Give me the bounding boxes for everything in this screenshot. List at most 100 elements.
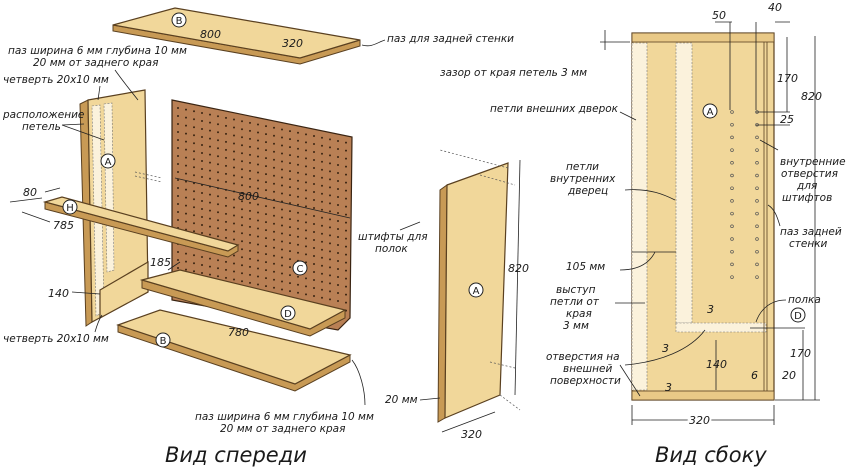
rabbet-top-label: четверть 20x10 мм [3,74,109,86]
peg-hole [273,166,275,169]
peg-hole [225,124,227,127]
groove-note-bottom-2: 20 мм от заднего края [220,423,345,435]
peg-hole [297,195,299,198]
peg-hole [241,152,243,155]
peg-hole [233,230,235,233]
pins-label-2: полок [375,243,408,255]
tag-d-side: D [790,307,806,323]
peg-hole [257,155,259,158]
peg-hole [313,199,315,202]
peg-hole [305,189,307,192]
peg-hole [201,255,203,258]
peg-hole [257,171,259,174]
peg-hole [233,254,235,257]
svg-text:B: B [176,16,183,27]
peg-hole [177,195,179,197]
peg-hole [177,267,179,269]
peg-hole [249,137,251,140]
peg-hole [345,221,347,224]
peg-hole [345,277,347,280]
peg-hole [241,144,243,147]
peg-hole [281,248,283,251]
peg-hole [257,283,259,286]
pin-hole [755,173,759,178]
peg-hole [313,143,315,146]
peg-hole [289,250,291,253]
peg-hole [185,132,187,135]
peg-hole [289,274,291,277]
peg-hole [177,179,179,181]
peg-hole [185,268,187,271]
peg-hole [305,157,307,160]
peg-hole [249,225,251,228]
peg-hole [281,224,283,227]
peg-hole [329,194,331,197]
peg-hole [313,279,315,282]
peg-hole [177,139,179,141]
peg-hole [233,270,235,273]
peg-hole [289,186,291,189]
peg-hole [281,176,283,179]
peg-hole [273,262,275,265]
peg-hole [337,140,339,142]
svg-text:D: D [284,309,292,320]
peg-hole [193,262,195,265]
pin-hole [730,148,734,152]
peg-hole [241,160,243,163]
peg-hole [249,249,251,252]
peg-hole [193,110,195,113]
peg-hole [193,134,195,137]
peg-hole [329,202,331,205]
peg-hole [313,183,315,186]
peg-hole [249,121,251,124]
peg-hole [337,196,339,198]
peg-hole [217,179,219,182]
peg-hole [265,141,267,144]
peg-hole [337,172,339,174]
dim-50: 50 [712,9,726,22]
peg-hole [201,231,203,234]
peg-hole [289,218,291,221]
peg-hole [305,237,307,240]
peg-hole [217,171,219,174]
hinge-protrusion-3: края [566,308,592,320]
peg-hole [273,206,275,209]
peg-hole [225,156,227,159]
peg-hole [297,243,299,246]
peg-hole [177,171,179,173]
peg-hole [289,282,291,285]
peg-hole [225,164,227,167]
peg-hole [265,149,267,152]
peg-hole [281,184,283,187]
peg-hole [249,169,251,172]
peg-hole [321,264,323,267]
peg-hole [345,229,347,232]
peg-hole [281,160,283,163]
shelf-h-length: 785 [53,219,74,232]
hinge-protrusion-2: петли от [550,296,600,308]
peg-hole [337,156,339,158]
peg-hole [273,254,275,257]
outer-holes-2: внешней [563,363,612,375]
peg-hole [345,261,347,264]
peg-hole [225,204,227,207]
peg-hole [201,199,203,202]
peg-hole [233,222,235,225]
inner-holes-1: внутренние [780,156,846,168]
peg-hole [321,288,323,291]
peg-hole [217,219,219,222]
pin-hole [730,199,734,203]
peg-hole [177,107,179,109]
peg-hole [265,261,267,264]
peg-hole [241,280,243,283]
shelf-label: полка [788,294,821,306]
peg-hole [281,144,283,147]
peg-hole [265,189,267,192]
side-view-title: Вид сбоку [655,443,767,467]
peg-hole [329,234,331,237]
peg-hole [209,153,211,156]
pin-hole [730,224,734,229]
peg-hole [265,245,267,248]
peg-hole [345,181,347,184]
peg-hole [321,144,323,147]
